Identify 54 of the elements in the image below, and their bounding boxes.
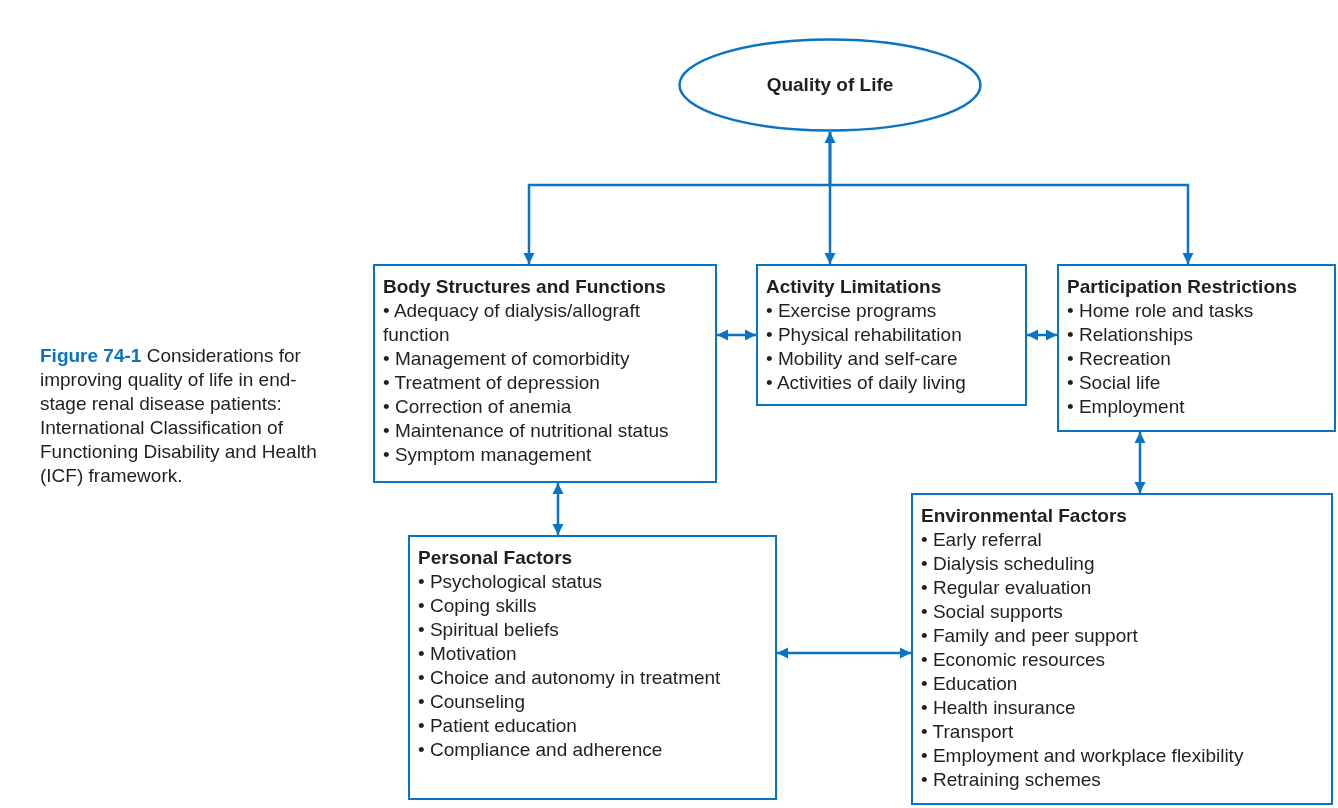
list-item: • Health insurance — [921, 696, 1076, 720]
list-item: • Economic resources — [921, 648, 1106, 672]
box-heading: Body Structures and Functions — [383, 275, 666, 299]
outcome-ellipse — [678, 38, 982, 132]
factor-box — [911, 493, 1333, 805]
list-item: • Home role and tasks — [1067, 299, 1254, 323]
list-item: • Spiritual beliefs — [418, 618, 559, 642]
connector-arrow — [717, 329, 756, 341]
list-item: • Maintenance of nutritional status — [383, 419, 669, 443]
list-item: • Early referral — [921, 528, 1042, 552]
list-item: • Transport — [921, 720, 1014, 744]
list-item: • Regular evaluation — [921, 576, 1092, 600]
box-heading: Quality of Life — [766, 73, 894, 97]
list-item: • Psychological status — [418, 570, 603, 594]
connector-arrow — [1134, 432, 1146, 493]
factor-box — [1057, 264, 1336, 432]
list-item: • Exercise programs — [766, 299, 937, 323]
connector-arrow — [828, 132, 1194, 264]
list-item: • Treatment of depression — [383, 371, 600, 395]
list-item: • Patient education — [418, 714, 577, 738]
list-item: • Physical rehabilitation — [766, 323, 962, 347]
list-item: • Correction of anemia — [383, 395, 572, 419]
list-item: • Social supports — [921, 600, 1063, 624]
list-item: • Activities of daily living — [766, 371, 966, 395]
list-item: • Choice and autonomy in treatment — [418, 666, 721, 690]
factor-box — [756, 264, 1027, 406]
box-heading: Environmental Factors — [921, 504, 1127, 528]
list-item: • Social life — [1067, 371, 1161, 395]
list-item: • Mobility and self-care — [766, 347, 958, 371]
figure-caption: Figure 74-1 Considerations for improving quality of life in end-stage renal disease patients: International Classification of Functioning Disability and Health (ICF) framework. — [40, 344, 318, 488]
list-item: • Motivation — [418, 642, 517, 666]
list-item: • Relationships — [1067, 323, 1193, 347]
factor-box — [408, 535, 777, 800]
connector-arrow — [552, 483, 564, 535]
list-item: • Symptom management — [383, 443, 592, 467]
box-heading: Personal Factors — [418, 546, 573, 570]
box-heading: Participation Restrictions — [1067, 275, 1298, 299]
list-item: • Management of comorbidity — [383, 347, 630, 371]
box-heading: Activity Limitations — [766, 275, 942, 299]
list-item: • Counseling — [418, 690, 525, 714]
connector-arrow — [1027, 329, 1057, 341]
list-item: • Adequacy of dialysis/allograft function — [383, 299, 641, 347]
list-item: • Coping skills — [418, 594, 537, 618]
connector-arrow — [824, 132, 836, 264]
connector-arrow — [777, 647, 911, 659]
list-item: • Family and peer support — [921, 624, 1138, 648]
list-item: • Employment — [1067, 395, 1185, 419]
list-item: • Employment and workplace flexibility — [921, 744, 1244, 768]
list-item: • Compliance and adherence — [418, 738, 663, 762]
list-item: • Retraining schemes — [921, 768, 1101, 792]
factor-box — [373, 264, 717, 483]
list-item: • Recreation — [1067, 347, 1171, 371]
list-item: • Education — [921, 672, 1018, 696]
list-item: • Dialysis scheduling — [921, 552, 1095, 576]
